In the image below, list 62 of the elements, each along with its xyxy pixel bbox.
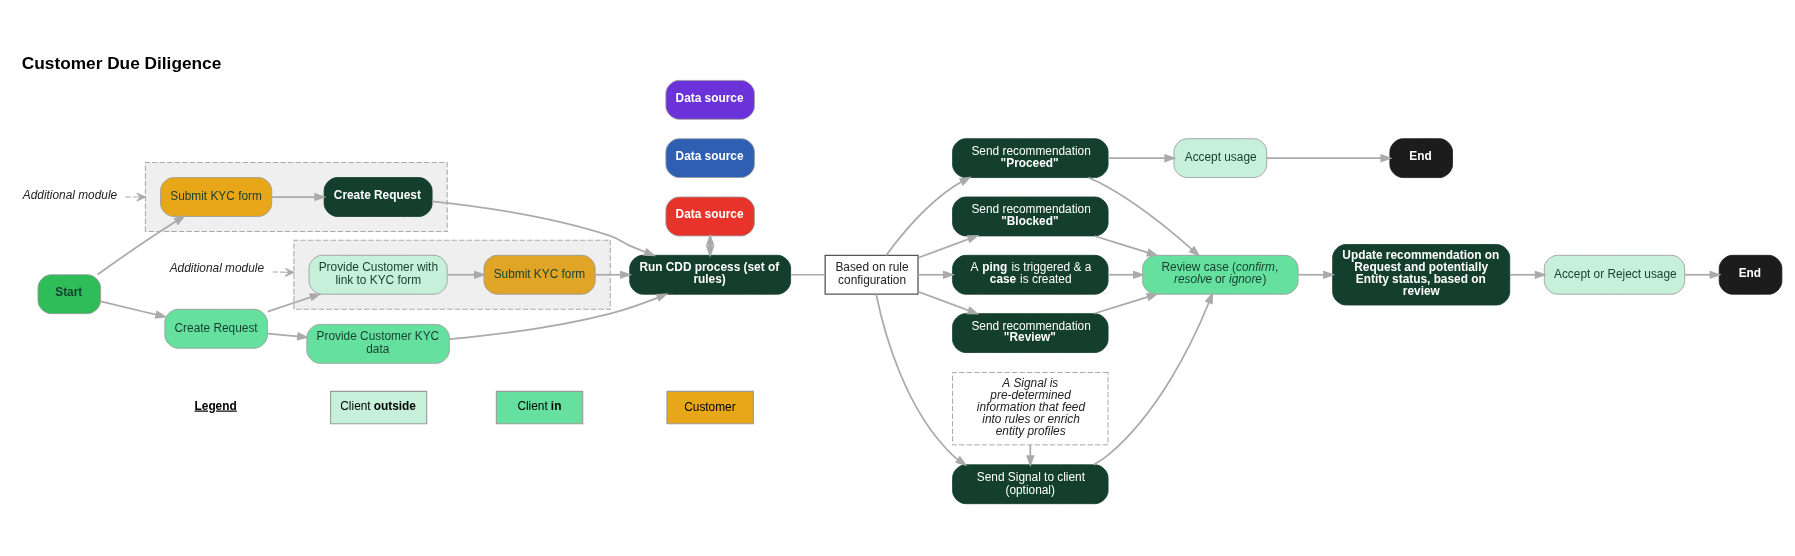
arrow: [917, 270, 956, 279]
node-box: Submit KYC form: [160, 177, 273, 217]
legend-label: Customer: [684, 399, 736, 414]
arrow: [1509, 270, 1547, 279]
arrow: [1684, 270, 1722, 279]
arrow: [124, 192, 146, 202]
arrow: [1092, 291, 1214, 466]
arrow: [270, 192, 327, 202]
arrow: [1093, 293, 1159, 315]
connector: [790, 273, 826, 276]
diagram-title: Customer Due Diligence: [21, 53, 222, 74]
node-box: Create Request: [164, 308, 268, 349]
node-text: Additional module: [169, 261, 264, 276]
node-box: Review case (confirm, resolve or ignore): [1142, 254, 1299, 295]
cluster: [144, 161, 448, 233]
arrow: [1026, 444, 1035, 468]
node-box: A Signal is pre-determined information that feed into rules or enrich entity profiles: [952, 372, 1109, 446]
arrow: [1266, 153, 1393, 163]
node-box: Data source: [665, 138, 755, 178]
node-box: Data source: [665, 79, 755, 120]
node-box: A ping is triggered & a case is created: [952, 254, 1109, 295]
arrow: [1093, 235, 1159, 257]
node-box: Provide Customer with link to KYC form: [308, 254, 448, 295]
arrow: [875, 293, 968, 467]
node-box: Accept usage: [1173, 138, 1268, 178]
arrow: [594, 270, 633, 279]
node-box: Send recommendation "Blocked": [952, 196, 1109, 237]
node-box: Accept or Reject usage: [1543, 254, 1686, 295]
node-box: Data source: [665, 196, 755, 237]
node-text: Additional module: [22, 187, 118, 202]
node-box: Update recommendation on Request and potentially Entity status, based on review: [1332, 244, 1511, 306]
arrow: [705, 233, 715, 258]
arrow: [446, 270, 487, 279]
arrow: [1297, 270, 1336, 279]
node-box: Based on rule configuration: [824, 254, 919, 295]
node-box: Submit KYC form: [483, 254, 596, 295]
node-box: Provide Customer KYC data: [306, 324, 450, 364]
node-box: End: [1718, 254, 1783, 295]
cluster: [293, 239, 611, 310]
arrow: [917, 235, 980, 259]
label: Legend: [194, 398, 237, 413]
node-box: Start: [37, 274, 102, 315]
arrow: [885, 176, 972, 257]
arrow: [431, 200, 657, 257]
arrow: [1107, 270, 1146, 279]
node-box: Send Signal to client (optional): [952, 464, 1109, 505]
arrow: [917, 290, 980, 315]
arrow: [1107, 153, 1177, 163]
legend-label: Client in: [517, 398, 562, 413]
arrow: [99, 300, 168, 319]
arrow: [448, 293, 669, 340]
node-box: Send recommendation "Review": [952, 313, 1109, 353]
node-box: Send recommendation "Proceed": [952, 138, 1109, 178]
arrow: [272, 267, 295, 277]
legend-label: Client outside: [340, 398, 416, 413]
arrow: [266, 293, 322, 313]
arrow: [96, 215, 186, 276]
node-box: Create Request: [323, 177, 433, 217]
node-box: Run CDD process (set of rules): [629, 254, 792, 295]
arrow: [266, 332, 310, 341]
arrow: [1087, 176, 1201, 257]
node-box: End: [1389, 138, 1453, 178]
